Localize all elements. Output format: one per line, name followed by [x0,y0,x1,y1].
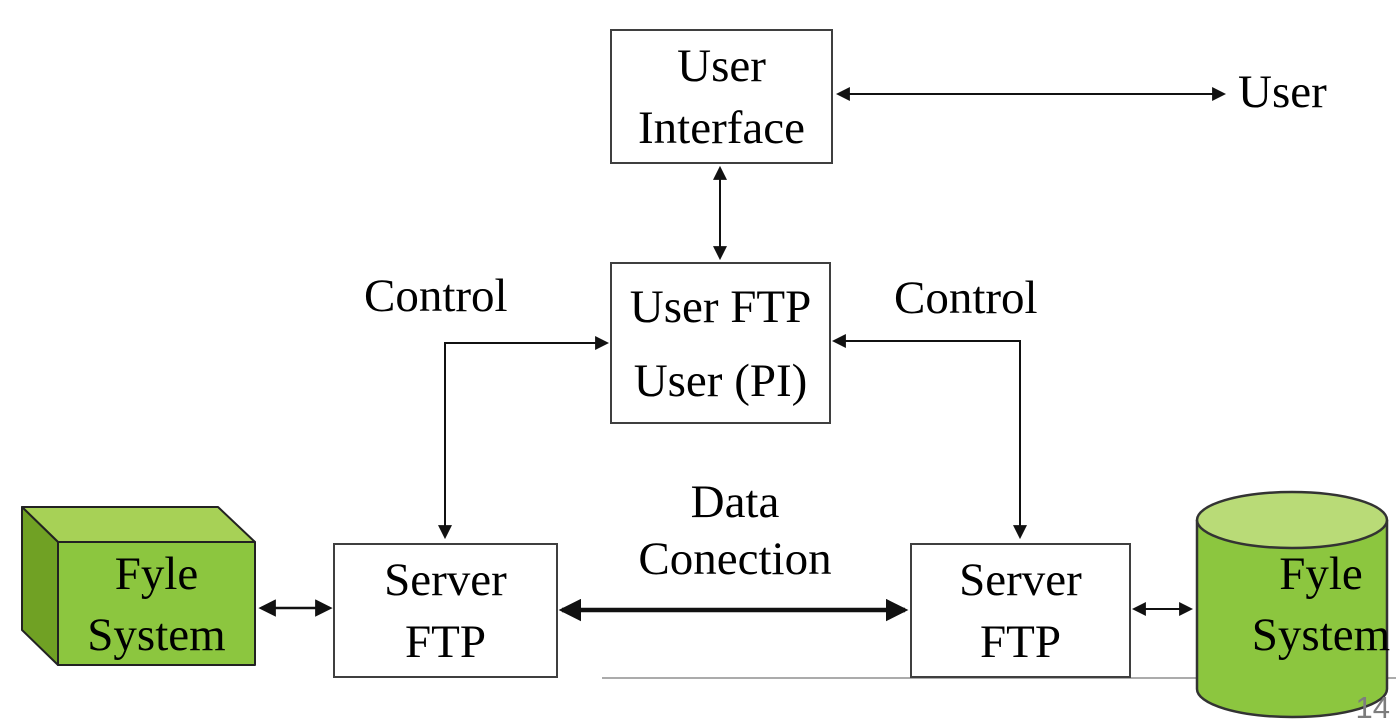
label-data-connection-line1: Data [690,476,780,528]
node-user-ftp: User FTP User (PI) [610,262,831,424]
arrow-control-right [831,334,1027,540]
label-control-right: Control [894,272,1038,324]
label-file-system-left: Fyle System [58,544,255,666]
node-user-ftp-line1: User FTP [629,281,812,333]
node-server-ftp-left-line1: Server [384,553,507,606]
label-data-connection-line2: Conection [638,533,832,585]
node-user-interface-line1: User [677,39,766,92]
label-file-system-left-line1: Fyle [114,548,199,600]
slide-page-number: 14 [1355,690,1390,725]
label-file-system-right-line1: Fyle [1279,548,1363,600]
label-file-system-right-line2: System [1251,609,1391,661]
node-server-ftp-left: Server FTP [333,543,558,678]
node-server-ftp-left-line2: FTP [405,615,486,668]
cylinder-top [1195,490,1389,550]
arrow-control-left [438,336,610,540]
cylinder-body [1195,520,1389,719]
label-control-left: Control [364,270,508,322]
label-user: User [1238,66,1327,118]
node-server-ftp-right-line2: FTP [980,615,1061,668]
node-user-interface-line2: Interface [638,101,805,154]
file-system-cylinder [1195,490,1389,719]
cube-front-face [57,541,256,666]
cube-top-face [21,506,256,543]
file-system-cube [21,506,256,666]
label-file-system-left-line2: System [87,609,226,661]
node-server-ftp-right: Server FTP [910,543,1131,678]
node-user-ftp-line2: User (PI) [633,355,808,407]
node-server-ftp-right-line1: Server [959,553,1082,606]
label-file-system-right: Fyle System [1225,544,1396,666]
node-user-interface: User Interface [610,29,833,164]
label-data-connection: Data Conection [610,474,860,588]
